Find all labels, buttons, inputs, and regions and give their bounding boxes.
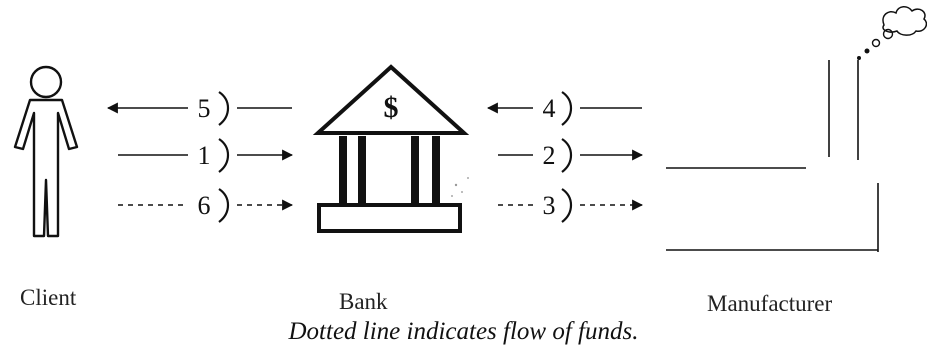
client-label: Client	[20, 285, 77, 310]
flow-step-bracket	[218, 91, 230, 126]
flow-step-2: 2	[498, 138, 644, 173]
flow-step-number: 5	[198, 94, 211, 123]
flow-step-number: 1	[198, 141, 211, 170]
flow-step-4: 4	[486, 91, 642, 126]
flow-step-bracket	[561, 188, 573, 223]
flow-step-number: 2	[543, 141, 556, 170]
flow-step-number: 4	[543, 94, 556, 123]
flow-step-5: 5	[106, 91, 292, 126]
manufacturer-label: Manufacturer	[707, 291, 833, 316]
flow-step-bracket	[218, 138, 230, 173]
bank-label: Bank	[339, 289, 388, 314]
flow-step-bracket	[561, 91, 573, 126]
flow-step-bracket	[218, 188, 230, 223]
flow-step-6: 6	[118, 188, 294, 223]
flow-step-1: 1	[118, 138, 294, 173]
flow-step-bracket	[561, 138, 573, 173]
diagram-caption: Dotted line indicates flow of funds.	[288, 318, 639, 345]
client-person-icon	[13, 65, 79, 238]
flow-step-3: 3	[498, 188, 644, 223]
manufacturer-factory-icon	[666, 6, 927, 252]
bank-building-icon: $	[312, 64, 470, 233]
flow-step-number: 3	[543, 191, 556, 220]
flow-arrows: 5 1 6 4 2 3	[106, 91, 644, 223]
flow-step-number: 6	[198, 191, 211, 220]
bank-dollar-symbol: $	[384, 91, 399, 124]
